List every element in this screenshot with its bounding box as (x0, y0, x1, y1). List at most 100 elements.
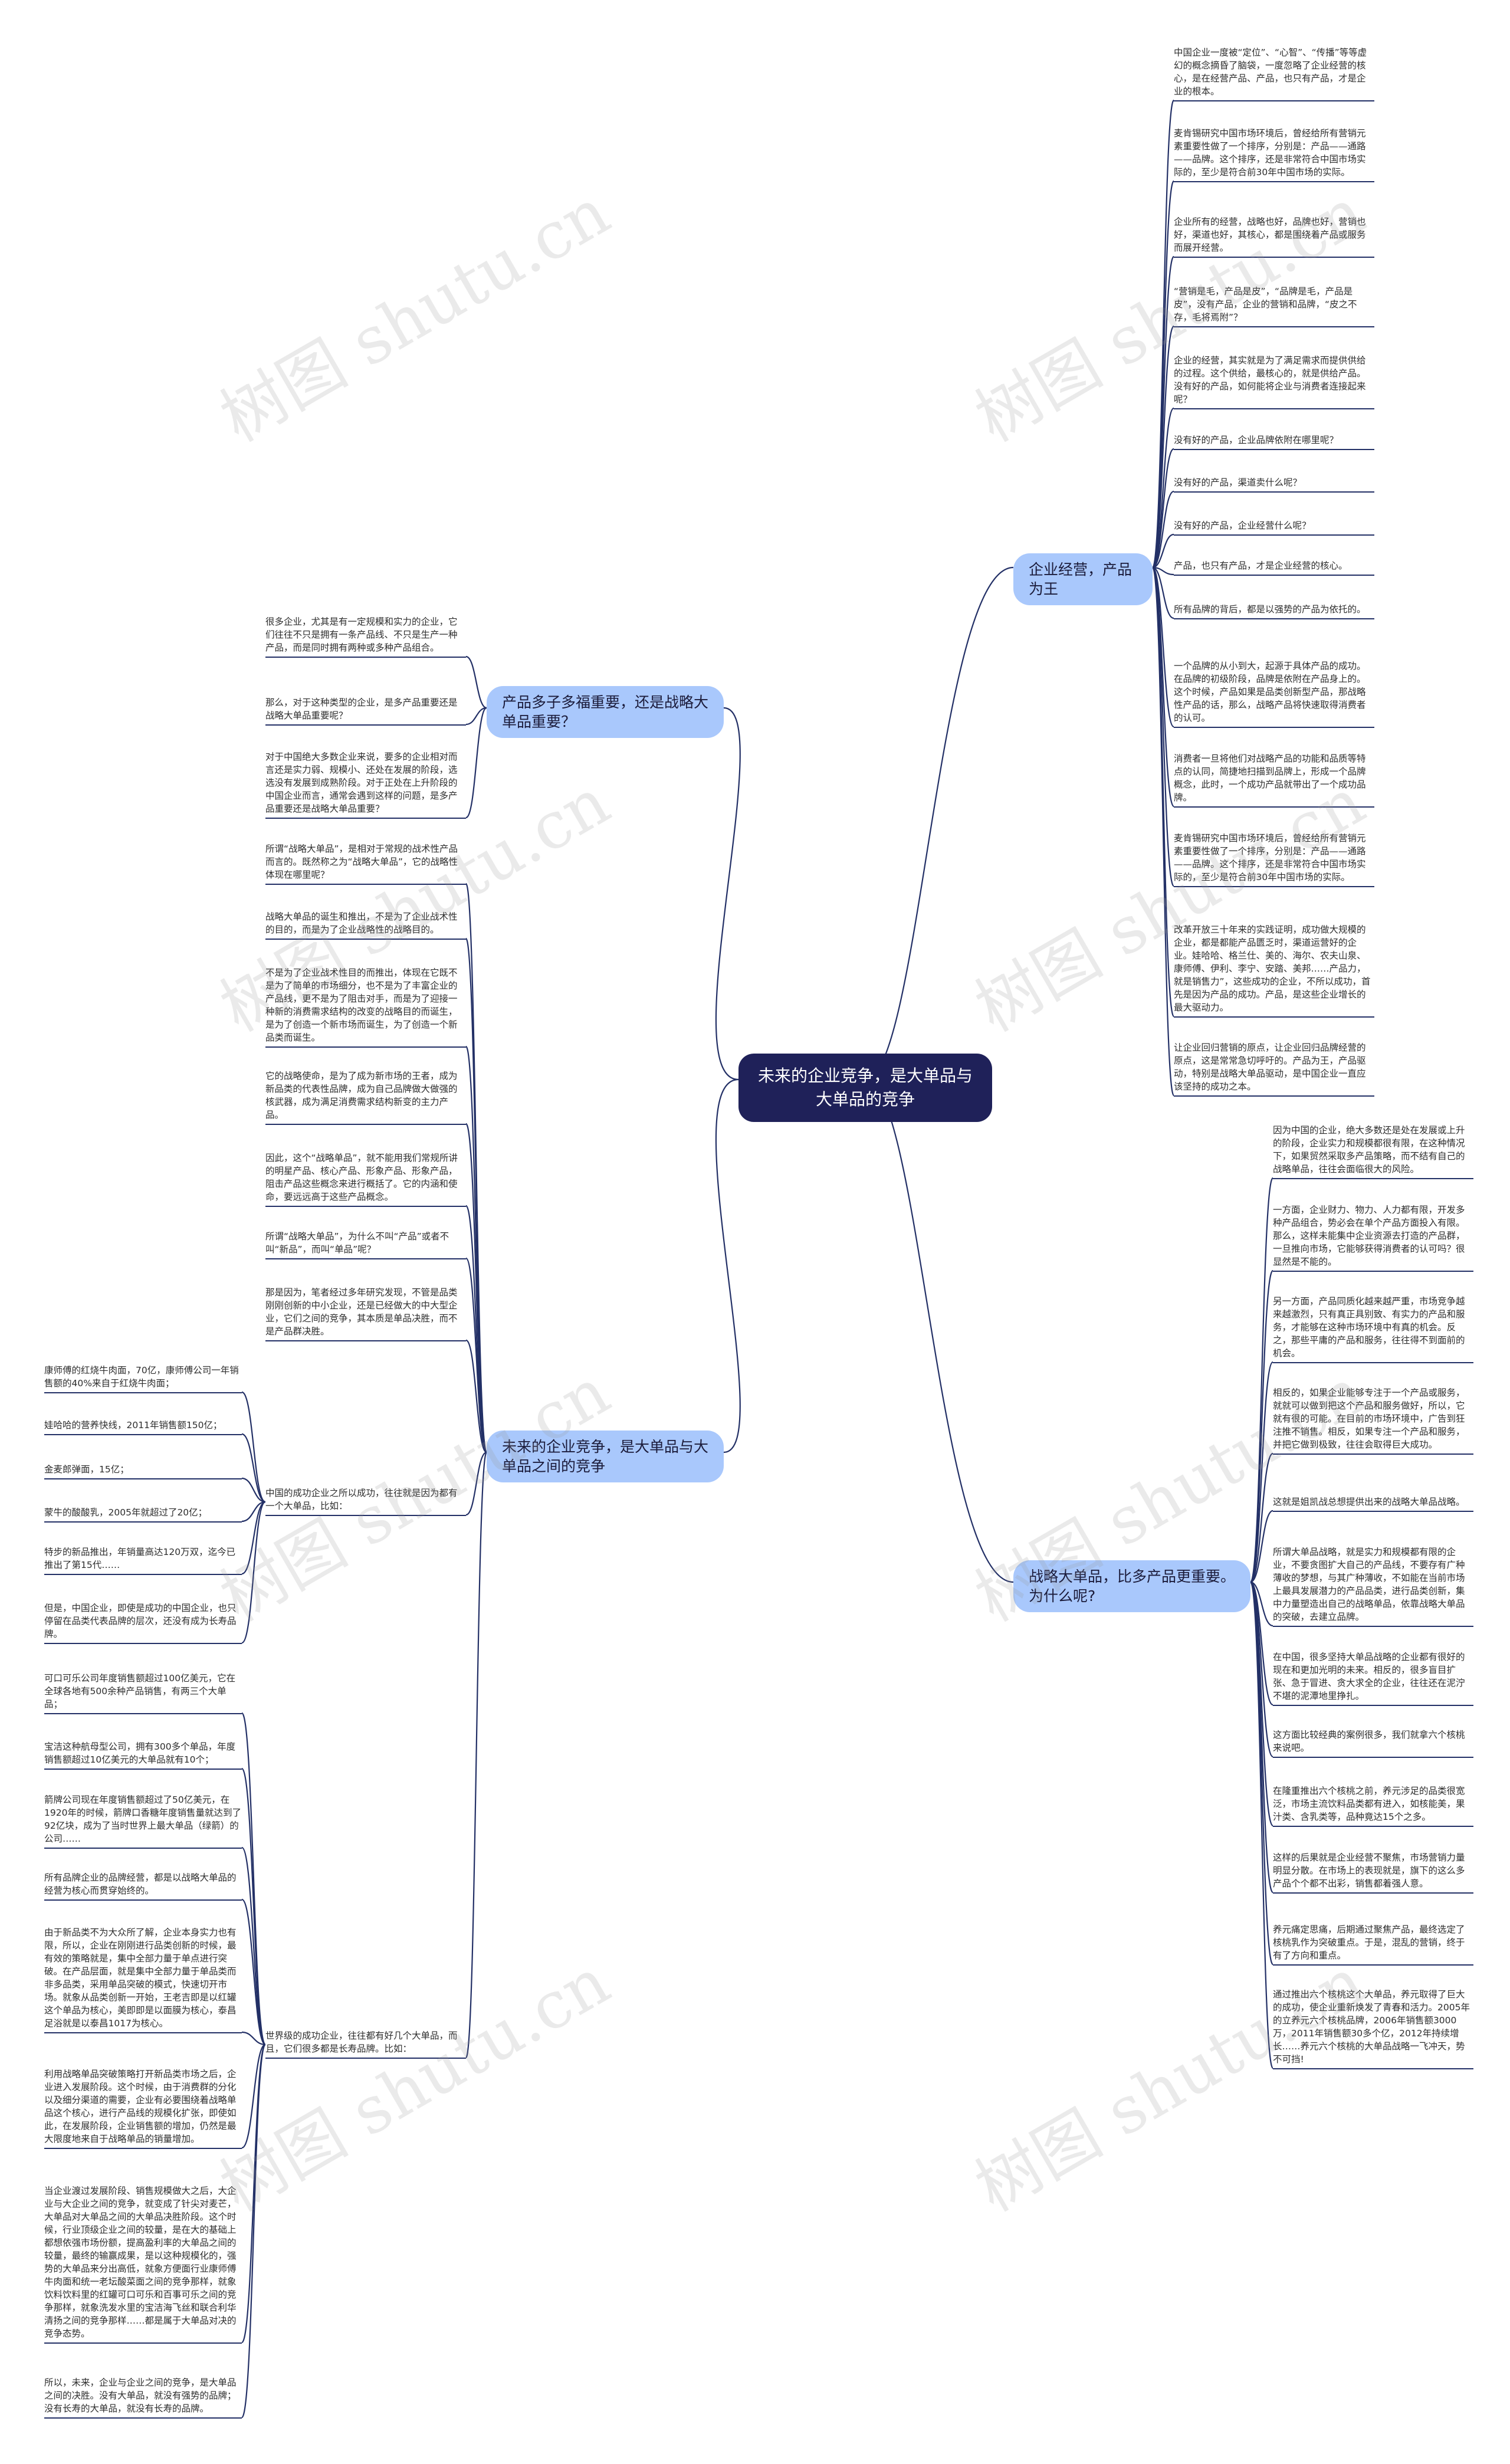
leaf-text: 当企业渡过发展阶段、销售规模做大之后，大企业与大企业之间的竞争，就变成了针尖对麦… (44, 2186, 237, 2339)
leaf-text: 所谓大单品战略，就是实力和规模都有限的企业，不要贪图扩大自己的产品线，不要存有广… (1273, 1547, 1465, 1622)
leaf-underline (1174, 806, 1374, 808)
leaf-text: 在中国，很多坚持大单品战略的企业都有很好的现在和更加光明的未来。相反的，很多盲目… (1273, 1652, 1465, 1701)
leaf-text: 企业的经营，其实就是为了满足需求而提供供给的过程。这个供给，最核心的，就是供给产… (1174, 355, 1366, 405)
leaf-text: 蒙牛的酸酸乳，2005年就超过了20亿； (44, 1507, 208, 1518)
leaf-underline (1273, 2068, 1473, 2069)
leaf-text: 很多企业，尤其是有一定规模和实力的企业，它们往往不只是拥有一条产品线、不只是生产… (265, 616, 458, 653)
leaf-text: 箭牌公司现在年度销售额超过了50亿美元，在1920年的时候，箭牌口香糖年度销售量… (44, 1794, 241, 1844)
leaf-text: 康师傅的红烧牛肉面，70亿，康师傅公司一年销售额的40%来自于红烧牛肉面； (44, 1365, 239, 1389)
leaf-underline (44, 1769, 242, 1770)
leaf-text: 通过推出六个核桃这个大单品，养元取得了巨大的成功，使企业重新焕发了青春和活力。2… (1273, 1989, 1470, 2065)
leaf-underline (1273, 1757, 1473, 1758)
leaf-underline (1174, 100, 1374, 101)
leaf-text: 养元痛定思痛，后期通过聚焦产品，最终选定了核桃乳作为突破重点。于是，混乱的营销，… (1273, 1924, 1465, 1961)
leaf-text: 所有品牌的背后，都是以强势的产品为依托的。 (1174, 604, 1366, 615)
leaf-underline (1273, 1626, 1473, 1627)
leaf-text: 可口可乐公司年度销售额超过100亿美元，它在全球各地有500余种产品销售，有两三… (44, 1673, 236, 1710)
leaf-underline (44, 1521, 242, 1523)
leaf-text: “营销是毛，产品是皮”，“品牌是毛，产品是皮”，没有产品，企业的营销和品牌，“皮… (1174, 286, 1357, 323)
leaf-text: 所谓“战略大单品”，为什么不叫“产品”或者不叫“新品”，而叫“单品”呢？ (265, 1231, 449, 1255)
leaf-underline (44, 1478, 242, 1479)
branch-future-competition[interactable]: 未来的企业竞争，是大单品与大单品之间的竞争 (487, 1431, 724, 1482)
leaf-text: 因此，这个“战略单品”，就不能用我们常规所讲的明星产品、核心产品、形象产品、形象… (265, 1153, 458, 1202)
leaf-underline (265, 1206, 466, 1207)
leaf-underline (265, 2058, 466, 2059)
leaf-underline (44, 1899, 242, 1901)
leaf-underline (265, 1340, 466, 1341)
leaf-underline (44, 1848, 242, 1849)
leaf-text: 特步的新品推出，年销量高达120万双，迄今已推出了第15代…… (44, 1547, 236, 1570)
leaf-underline (1174, 1095, 1374, 1097)
leaf-text: 没有好的产品，企业经营什么呢？ (1174, 520, 1311, 531)
leaf-underline (265, 1258, 466, 1259)
leaf-underline (265, 939, 466, 940)
leaf-text: 金麦郎弹面，15亿； (44, 1464, 129, 1475)
leaf-text: 这样的后果就是企业经营不聚焦，市场营销力量明显分散。在市场上的表现就是，旗下的这… (1273, 1852, 1465, 1889)
leaf-underline (265, 724, 466, 726)
leaf-underline (265, 1124, 466, 1125)
leaf-text: 那是因为，笔者经过多年研究发现，不管是品类刚刚创新的中小企业，还是已经做大的中大… (265, 1287, 458, 1337)
leaf-text: 中国企业一度被“定位”、“心智”、“传播”等等虚幻的概念摘昏了脑袋，一度忽略了企… (1174, 47, 1367, 97)
leaf-text: 因为中国的企业，绝大多数还是处在发展或上升的阶段，企业实力和规模都很有限，在这种… (1273, 1125, 1465, 1174)
leaf-underline (1273, 1178, 1473, 1179)
leaf-text: 所谓“战略大单品”，是相对于常规的战术性产品而言的。既然称之为“战略大单品”，它… (265, 844, 458, 880)
leaf-text: 娃哈哈的营养快线，2011年销售额150亿； (44, 1420, 222, 1431)
leaf-text: 那么，对于这种类型的企业，是多产品重要还是战略大单品重要呢？ (265, 697, 458, 721)
leaf-underline (1174, 618, 1374, 619)
leaf-underline (1273, 1511, 1473, 1512)
leaf-text: 利用战略单品突破策略打开新品类市场之后，企业进入发展阶段。这个时候，由于消费群的… (44, 2069, 237, 2144)
leaf-text: 世界级的成功企业，往往都有好几个大单品，而且，它们很多都是长寿品牌。比如： (265, 2030, 458, 2054)
leaf-underline (1273, 1271, 1473, 1272)
leaf-text: 对于中国绝大多数企业来说，要多的企业相对而言还是实力弱、规模小、还处在发展的阶段… (265, 752, 458, 814)
leaf-text: 没有好的产品，渠道卖什么呢？ (1174, 477, 1302, 488)
leaf-text: 它的战略使命，是为了成为新市场的王者，成为新品类的代表性品牌，成为自己品牌做大做… (265, 1071, 458, 1120)
leaf-underline (1273, 1964, 1473, 1966)
leaf-text: 战略大单品的诞生和推出，不是为了企业战术性的目的，而是为了企业战略性的战略目的。 (265, 911, 458, 935)
leaf-text: 消费者一旦将他们对战略产品的功能和品质等特点的认同，简捷地扫描到品牌上，形成一个… (1174, 753, 1366, 803)
leaf-text: 让企业回归营销的原点，让企业回归品牌经营的原点，这是常常急切呼吁的。产品为王，产… (1174, 1042, 1366, 1092)
branch-multi-vs-single[interactable]: 产品多子多福重要，还是战略大单品重要？ (487, 686, 724, 738)
leaf-text: 不是为了企业战术性目的而推出，体现在它既不是为了简单的市场细分，也不是为了丰富企… (265, 967, 458, 1043)
leaf-underline (1273, 1892, 1473, 1894)
leaf-text: 一个品牌的从小到大，起源于具体产品的成功。在品牌的初级阶段，品牌是依附在产品身上… (1174, 661, 1366, 723)
leaf-text: 企业所有的经营，战略也好，品牌也好，营销也好，渠道也好，其核心，都是围绕着产品或… (1174, 216, 1366, 253)
branch-why-single-product[interactable]: 战略大单品，比多产品更重要。为什么呢? (1013, 1560, 1250, 1612)
branch-product-king[interactable]: 企业经营，产品为王 (1013, 553, 1153, 605)
leaf-text: 一方面，企业财力、物力、人力都有限，开发多种产品组合，势必会在单个产品方面投入有… (1273, 1205, 1465, 1267)
leaf-underline (1273, 1705, 1473, 1706)
leaf-underline (1174, 181, 1374, 182)
leaf-text: 所有品牌企业的品牌经营，都是以战略大单品的经营为核心而贯穿始终的。 (44, 1872, 237, 1896)
leaf-text: 但是，中国企业，即使是成功的中国企业，也只停留在品类代表品牌的层次，还没有成为长… (44, 1603, 237, 1639)
leaf-underline (1174, 1016, 1374, 1018)
leaf-underline (44, 2342, 242, 2344)
leaf-text: 另一方面，产品同质化越来越严重，市场竞争越来越激烈，只有真正具别致、有实力的产品… (1273, 1296, 1465, 1359)
leaf-underline (44, 1392, 242, 1393)
leaf-underline (1174, 886, 1374, 887)
leaf-underline (1174, 408, 1374, 409)
leaf-underline (1174, 534, 1374, 536)
leaf-text: 麦肯锡研究中国市场环境后，曾经给所有营销元素重要性做了一个排序，分别是：产品——… (1174, 833, 1366, 882)
leaf-text: 麦肯锡研究中国市场环境后，曾经给所有营销元素重要性做了一个排序，分别是：产品——… (1174, 128, 1366, 178)
leaf-underline (1273, 1454, 1473, 1455)
leaf-underline (1174, 727, 1374, 728)
leaf-underline (1174, 449, 1374, 450)
leaf-underline (265, 818, 466, 819)
leaf-underline (1273, 1362, 1473, 1363)
leaf-underline (265, 1046, 466, 1048)
leaf-underline (44, 2032, 242, 2033)
leaf-underline (44, 1574, 242, 1575)
leaf-underline (1174, 575, 1374, 576)
leaf-text: 这就是姐凯战总想提供出来的战略大单品战略。 (1273, 1497, 1465, 1507)
leaf-text: 相反的，如果企业能够专注于一个产品或服务，就就可以做到把这个产品和服务做好，所以… (1273, 1387, 1465, 1450)
leaf-text: 没有好的产品，企业品牌依附在哪里呢？ (1174, 435, 1339, 445)
leaf-text: 宝洁这种航母型公司，拥有300多个单品，年度销售额超过10亿美元的大单品就有10… (44, 1741, 236, 1765)
leaf-underline (44, 2148, 242, 2149)
leaf-underline (265, 657, 466, 658)
root-node[interactable]: 未来的企业竞争，是大单品与大单品的竞争 (738, 1054, 992, 1122)
leaf-text: 由于新品类不为大众所了解，企业本身实力也有限，所以，企业在刚刚进行品类创新的时候… (44, 1927, 237, 2029)
leaf-text: 中国的成功企业之所以成功，往往就是因为都有一个大单品，比如： (265, 1488, 458, 1511)
leaf-underline (1174, 326, 1374, 327)
leaf-underline (265, 884, 466, 885)
